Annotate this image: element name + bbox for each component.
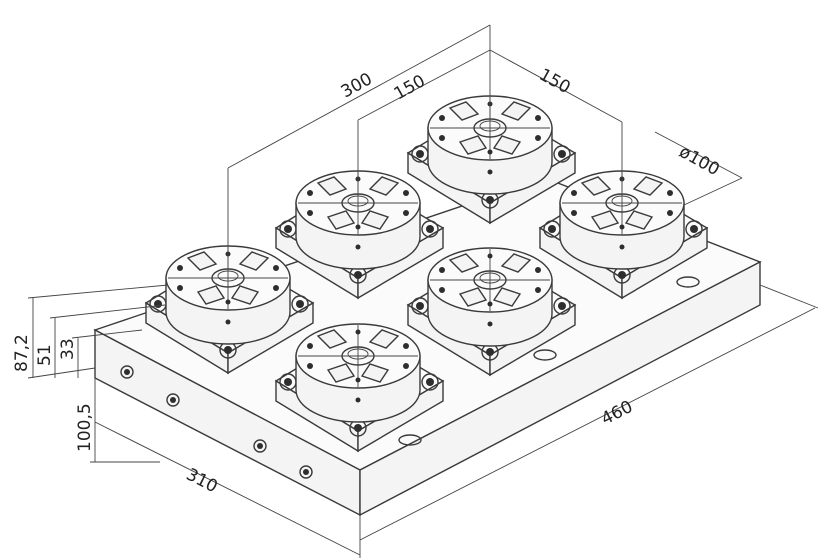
dimension-51: 51 <box>35 344 55 366</box>
plate-hole <box>398 434 422 446</box>
dimension-diameter-100: ø100 <box>676 142 723 180</box>
dimension-100-5: 100,5 <box>75 403 95 452</box>
plate-bolt <box>120 365 134 379</box>
plate-bolt <box>166 393 180 407</box>
plate-hole <box>533 349 557 361</box>
dimension-87-2: 87,2 <box>12 334 32 372</box>
plate-bolt <box>299 465 313 479</box>
plate-bolt <box>253 439 267 453</box>
dimension-310: 310 <box>183 465 221 498</box>
base-plate-side <box>359 260 761 517</box>
dimension-150-right: 150 <box>536 65 574 98</box>
dimension-33: 33 <box>58 338 78 360</box>
plate-hole <box>676 276 700 288</box>
dimension-lines <box>27 24 819 558</box>
